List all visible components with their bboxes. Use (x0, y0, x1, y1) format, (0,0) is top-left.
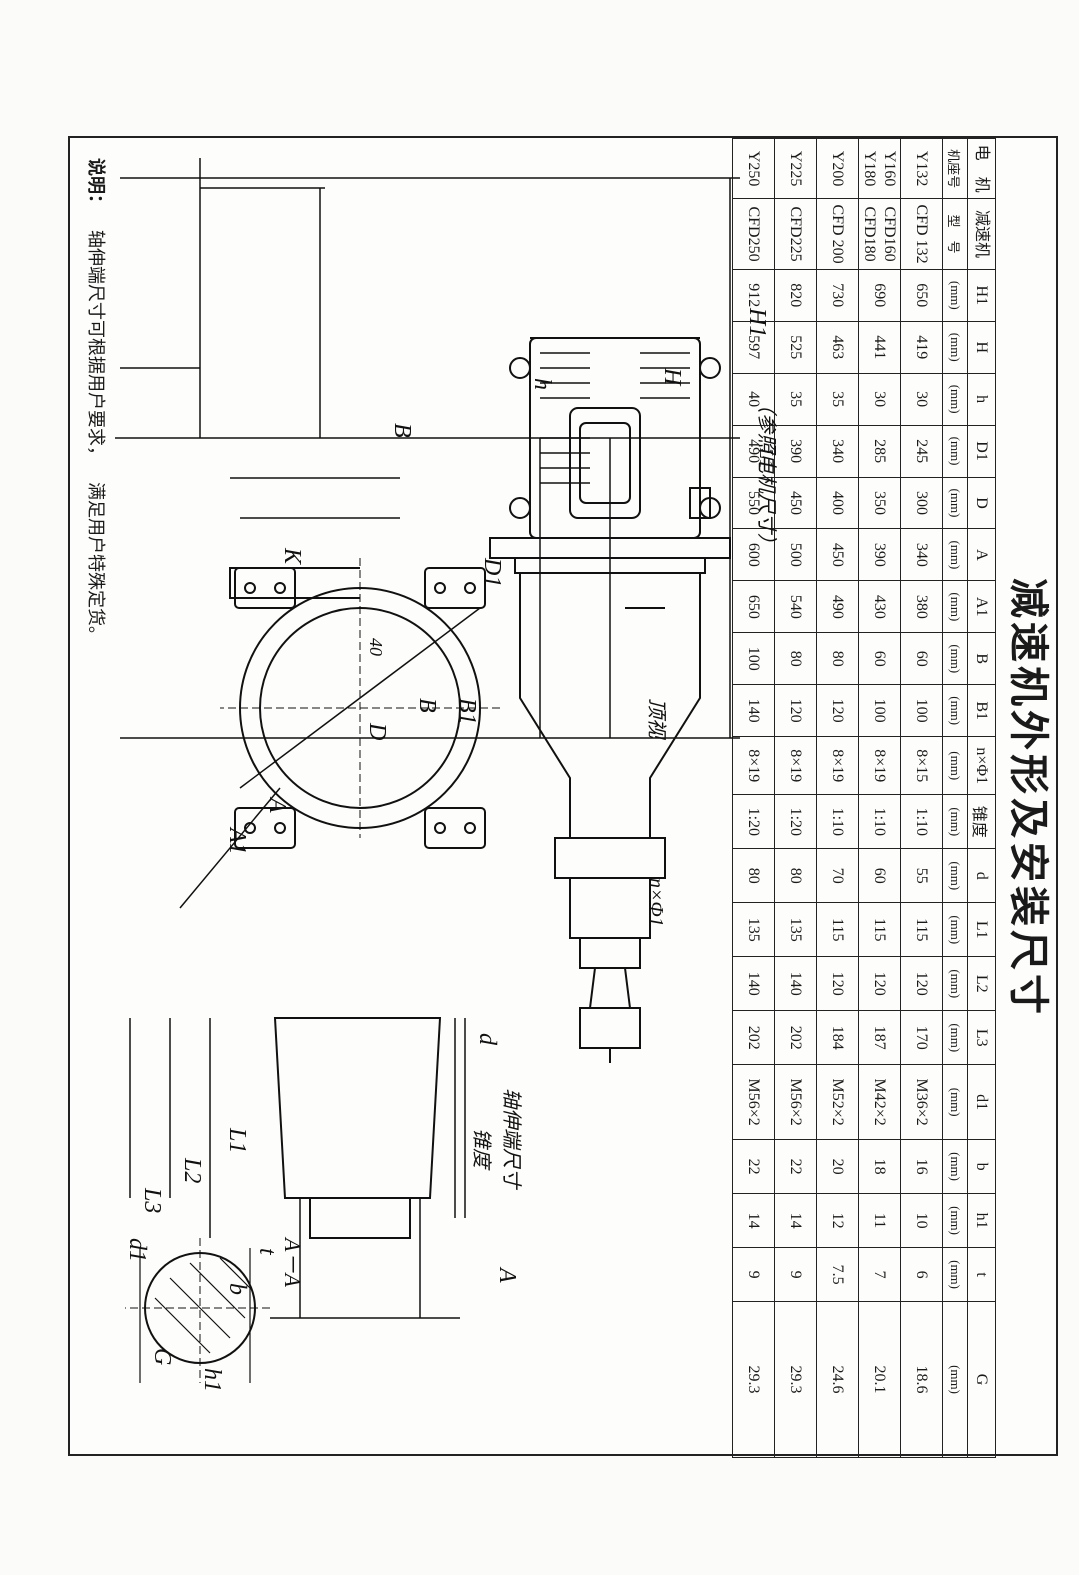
label-K: K (279, 547, 305, 566)
label-B: B (414, 698, 440, 713)
label-B-side: B (389, 423, 415, 438)
label-t: t (254, 1248, 280, 1256)
note-label: 说明： (85, 158, 106, 212)
shaft-view (129, 1017, 466, 1319)
note-line: 说明： 轴伸端尺寸可根据用户要求， 满足用户特殊定货。 (84, 158, 110, 1358)
label-h: h (529, 378, 555, 390)
label-taper: 锥度 (470, 1128, 492, 1171)
label-G: G (149, 1348, 175, 1365)
label-section-title: A－A (280, 1236, 305, 1287)
section-view (125, 1238, 270, 1383)
label-A1: A1 (224, 826, 250, 855)
label-L1: L1 (755, 447, 777, 469)
note-text-2: 满足用户特殊定货。 (85, 482, 106, 644)
label-shaft-A: A (494, 1266, 520, 1283)
drawing-sheet: 减速机外形及安装尺寸 电 机 减速机 H1 H h D1 D A A1 B (68, 136, 1060, 1458)
label-d: d (474, 1033, 500, 1046)
label-H: H (659, 367, 685, 387)
technical-drawings: L1 （参照电机尺寸） H1 H h B K D1 顶视 n×Φ1 40 D A… (115, 158, 778, 1392)
top-view (179, 477, 500, 909)
label-L3: L3 (139, 1187, 165, 1213)
label-L2: L2 (179, 1157, 205, 1183)
label-d1: d1 (124, 1238, 150, 1262)
label-ref-motor: （参照电机尺寸） (755, 393, 778, 553)
label-b: b (224, 1283, 250, 1295)
label-B1: B1 (454, 698, 480, 725)
side-view (115, 158, 740, 1063)
label-shaft-title: 轴伸端尺寸 (500, 1088, 522, 1191)
label-phi40: 40 (366, 638, 386, 656)
label-D: D (364, 722, 390, 740)
label-h1: h1 (199, 1368, 225, 1392)
rotated-page: 减速机外形及安装尺寸 电 机 减速机 H1 H h D1 D A A1 B (70, 138, 1060, 1458)
label-top-view: 顶视 (645, 698, 667, 741)
label-H1: H1 (744, 307, 770, 337)
label-D1: D1 (479, 557, 505, 587)
note-text-1: 轴伸端尺寸可根据用户要求， (85, 230, 106, 464)
label-A: A (264, 796, 290, 813)
label-n-phi: n×Φ1 (645, 878, 667, 927)
label-L1: L1 (224, 1127, 250, 1153)
